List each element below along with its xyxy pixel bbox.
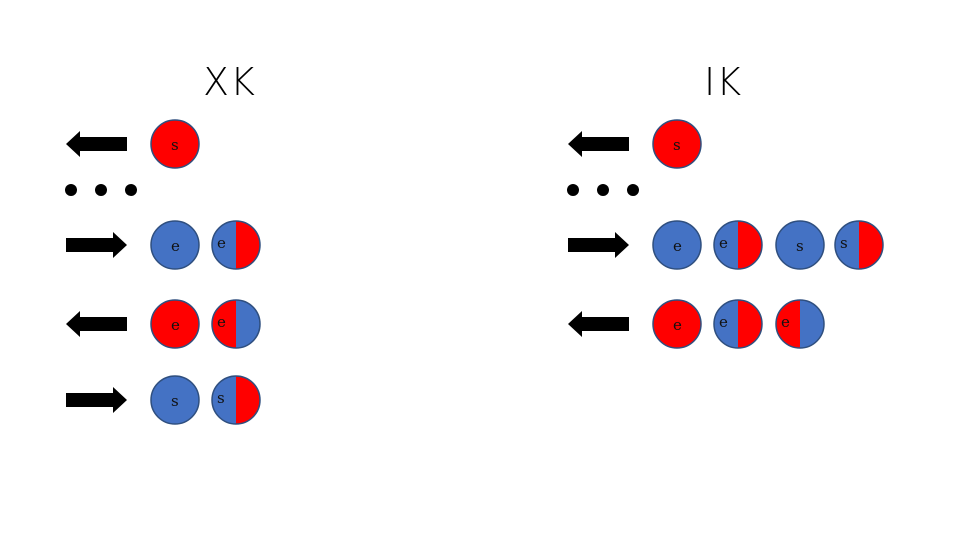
panel-title-xk: XK <box>203 60 256 104</box>
ball-right-half <box>859 221 883 269</box>
ball-outline <box>775 299 825 349</box>
ball-label: e <box>217 313 226 331</box>
arrow-left-icon <box>66 311 127 337</box>
ball-left-half <box>835 221 859 269</box>
ellipsis-dot <box>567 184 579 196</box>
ellipsis-dot <box>627 184 639 196</box>
arrow-left-icon <box>568 131 629 157</box>
ball-outline <box>713 220 763 270</box>
ball-right-half <box>800 300 824 348</box>
ball-label: s <box>796 237 804 255</box>
ball-label: s <box>840 234 848 252</box>
half-ball: e <box>713 220 763 270</box>
ball-outline <box>211 220 261 270</box>
ball-left-half <box>212 300 236 348</box>
ball-right-half <box>738 221 762 269</box>
ball-label: s <box>171 136 179 154</box>
arrow-right-icon <box>66 387 127 413</box>
ball-outline <box>713 299 763 349</box>
half-ball: s <box>211 375 261 425</box>
ball-fill <box>150 299 200 349</box>
half-ball: e <box>775 299 825 349</box>
ball-left-half <box>212 221 236 269</box>
ball-label: e <box>673 237 682 255</box>
solid-ball: e <box>652 299 702 349</box>
half-ball: s <box>834 220 884 270</box>
half-ball: e <box>211 220 261 270</box>
ball-label: s <box>217 389 225 407</box>
half-ball: e <box>211 299 261 349</box>
ball-right-half <box>236 376 260 424</box>
ball-label: e <box>217 234 226 252</box>
ellipsis-dot <box>65 184 77 196</box>
ball-label: e <box>719 234 728 252</box>
solid-ball: s <box>652 119 702 169</box>
ball-fill <box>652 220 702 270</box>
solid-ball: e <box>150 220 200 270</box>
ball-fill <box>775 220 825 270</box>
solid-ball: s <box>150 375 200 425</box>
solid-ball: s <box>150 119 200 169</box>
ball-label: e <box>171 316 180 334</box>
ball-left-half <box>212 376 236 424</box>
ball-left-half <box>714 300 738 348</box>
arrow-left-icon <box>568 311 629 337</box>
ball-label: e <box>781 313 790 331</box>
ball-outline <box>834 220 884 270</box>
ellipsis-dot <box>95 184 107 196</box>
ball-fill <box>150 119 200 169</box>
ball-label: e <box>719 313 728 331</box>
ball-label: s <box>171 392 179 410</box>
half-ball: e <box>713 299 763 349</box>
ball-fill <box>150 220 200 270</box>
ball-outline <box>211 299 261 349</box>
ellipsis-dot <box>597 184 609 196</box>
ball-right-half <box>236 221 260 269</box>
ball-fill <box>652 299 702 349</box>
ball-left-half <box>714 221 738 269</box>
ball-label: e <box>673 316 682 334</box>
panel-title-ik: IK <box>704 60 743 104</box>
ball-label: e <box>171 237 180 255</box>
solid-ball: s <box>775 220 825 270</box>
ball-fill <box>652 119 702 169</box>
ball-outline <box>211 375 261 425</box>
ball-fill <box>150 375 200 425</box>
ball-right-half <box>236 300 260 348</box>
solid-ball: e <box>150 299 200 349</box>
arrow-right-icon <box>568 232 629 258</box>
arrow-right-icon <box>66 232 127 258</box>
ball-left-half <box>776 300 800 348</box>
ball-right-half <box>738 300 762 348</box>
arrow-left-icon <box>66 131 127 157</box>
solid-ball: e <box>652 220 702 270</box>
ellipsis-dot <box>125 184 137 196</box>
ball-label: s <box>673 136 681 154</box>
